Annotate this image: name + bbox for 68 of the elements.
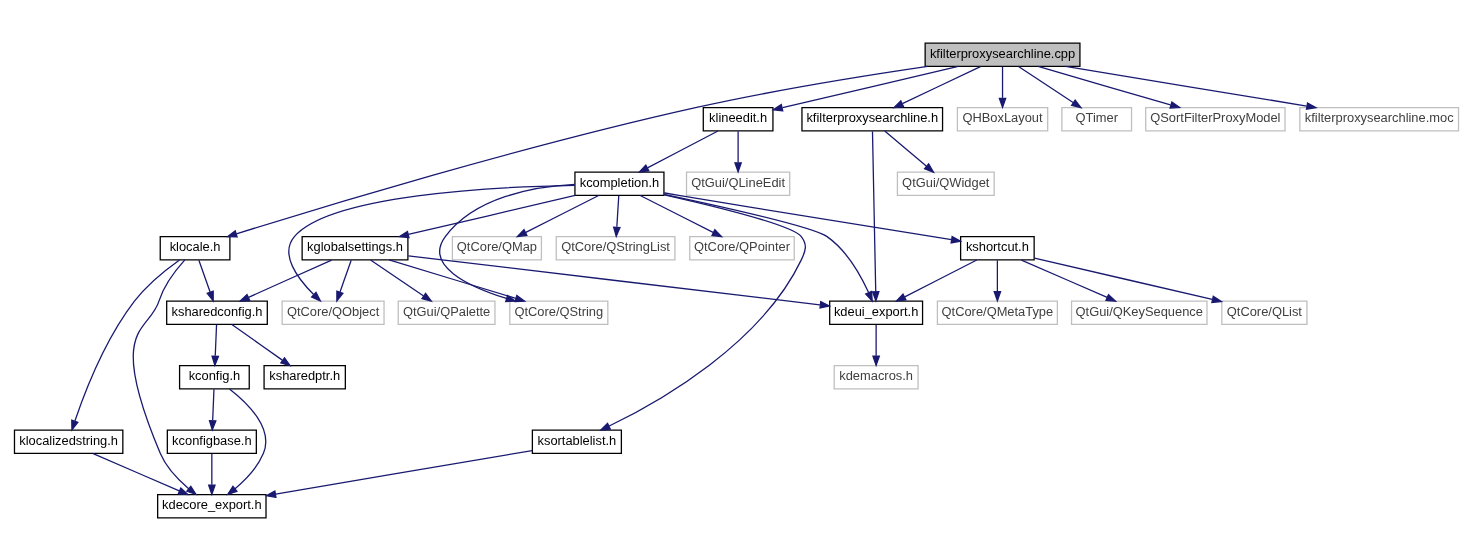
node-box: ksharedconfig.h (166, 300, 268, 325)
node-box: QHBoxLayout (956, 106, 1049, 131)
node-box: QtGui/QWidget (896, 171, 995, 196)
node-box: kshortcut.h (959, 235, 1035, 260)
arrow (1064, 65, 1318, 110)
node-box: QSortFilterProxyModel (1145, 106, 1286, 131)
node-box: QTimer (1061, 106, 1133, 131)
arrow (734, 130, 743, 174)
node-box: ksharedptr.h (263, 364, 346, 389)
node-box: QtGui/QLineEdit (685, 171, 791, 196)
node-box: kconfig.h (178, 364, 250, 389)
node-box: QtCore/QMap (451, 235, 543, 260)
arrow (663, 191, 963, 244)
node-box: klineedit.h (702, 106, 774, 131)
node-box: kdemacros.h (833, 364, 919, 389)
arrow (226, 387, 267, 496)
arrow (91, 452, 190, 495)
node-box: klocale.h (159, 235, 231, 260)
arrow (993, 259, 1002, 303)
node-box: QtCore/QObject (281, 300, 385, 325)
node-box: kfilterproxysearchline.cpp (924, 42, 1081, 67)
node-box: QtCore/QPointer (689, 235, 795, 260)
arrow (407, 254, 832, 309)
arrow (639, 194, 724, 237)
node-box: kdecore_export.h (157, 493, 267, 518)
arrow (207, 452, 216, 496)
node-box: QtGui/QPalette (397, 300, 496, 325)
arrow (998, 65, 1007, 109)
arrow (264, 449, 533, 498)
arrow (771, 65, 959, 111)
node-box: QtCore/QStringList (555, 235, 676, 260)
node-box: QtGui/QKeySequence (1070, 300, 1208, 325)
node-box: kdeui_export.h (829, 300, 924, 325)
arrow (894, 258, 978, 302)
arrow (132, 258, 198, 496)
arrow (1017, 65, 1083, 109)
arrow (871, 130, 880, 303)
node-box: QtCore/QMetaType (936, 300, 1058, 325)
arrow (211, 323, 220, 367)
arrow (336, 259, 352, 303)
node-box: kfilterproxysearchline.h (801, 106, 944, 131)
arrow (1037, 65, 1182, 109)
node-box: QtCore/QString (509, 300, 609, 325)
arrow (198, 259, 214, 303)
arrow (231, 323, 292, 367)
arrow (612, 194, 621, 238)
arrow (225, 65, 929, 238)
arrow (892, 65, 982, 108)
node-box: klocalizedstring.h (13, 429, 124, 454)
arrow (598, 193, 806, 431)
node-box: kconfigbase.h (166, 429, 257, 454)
arrow (663, 193, 873, 303)
node-box: kfilterproxysearchline.moc (1299, 106, 1460, 131)
arrow (1020, 258, 1118, 302)
arrow (872, 323, 881, 367)
arrow (1033, 257, 1224, 303)
node-box: kcompletion.h (574, 171, 665, 196)
arrow (238, 258, 333, 302)
arrow (369, 258, 433, 302)
arrow (208, 388, 217, 432)
arrow (884, 129, 935, 173)
node-box: kglobalsettings.h (301, 235, 409, 260)
node-box: ksortablelist.h (531, 429, 623, 454)
node-box: QtCore/QList (1221, 300, 1308, 325)
arrow (637, 129, 719, 173)
arrow (71, 258, 181, 432)
arrow (515, 194, 600, 237)
arrow (397, 194, 576, 238)
